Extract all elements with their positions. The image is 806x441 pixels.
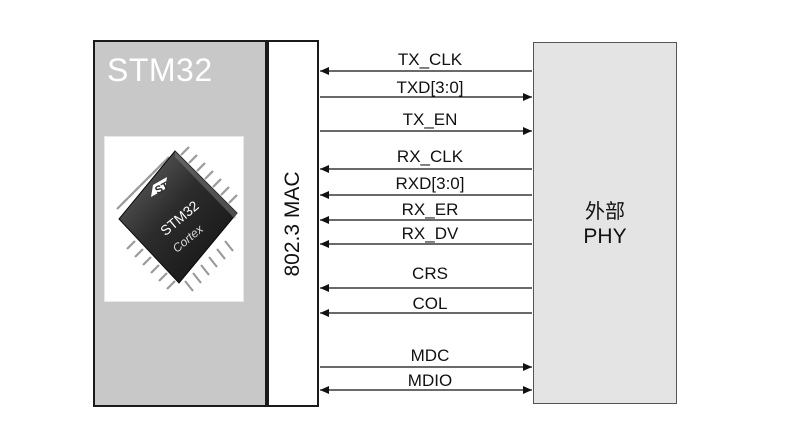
arrow-left-icon [320,216,329,224]
arrow-left-icon [320,191,329,199]
signal-label-mdc: MDC [380,346,480,366]
signal-label-col: COL [380,294,480,314]
signal-label-txd: TXD[3:0] [380,78,480,98]
arrow-right-icon [523,386,532,394]
signal-label-tx-clk: TX_CLK [380,50,480,70]
arrow-left-icon [320,240,329,248]
signal-label-rxd: RXD[3:0] [380,174,480,194]
arrow-right-icon [523,363,532,371]
signal-label-rx-dv: RX_DV [380,224,480,244]
signal-label-rx-clk: RX_CLK [380,147,480,167]
signal-label-rx-er: RX_ER [380,200,480,220]
arrow-left-icon [320,309,329,317]
arrow-left-icon [320,386,329,394]
arrow-left-icon [320,67,329,75]
signal-label-crs: CRS [380,264,480,284]
signal-label-tx-en: TX_EN [380,110,480,130]
arrow-right-icon [523,127,532,135]
arrow-left-icon [320,284,329,292]
arrow-left-icon [320,165,329,173]
signal-label-mdio: MDIO [380,371,480,391]
arrow-right-icon [523,93,532,101]
